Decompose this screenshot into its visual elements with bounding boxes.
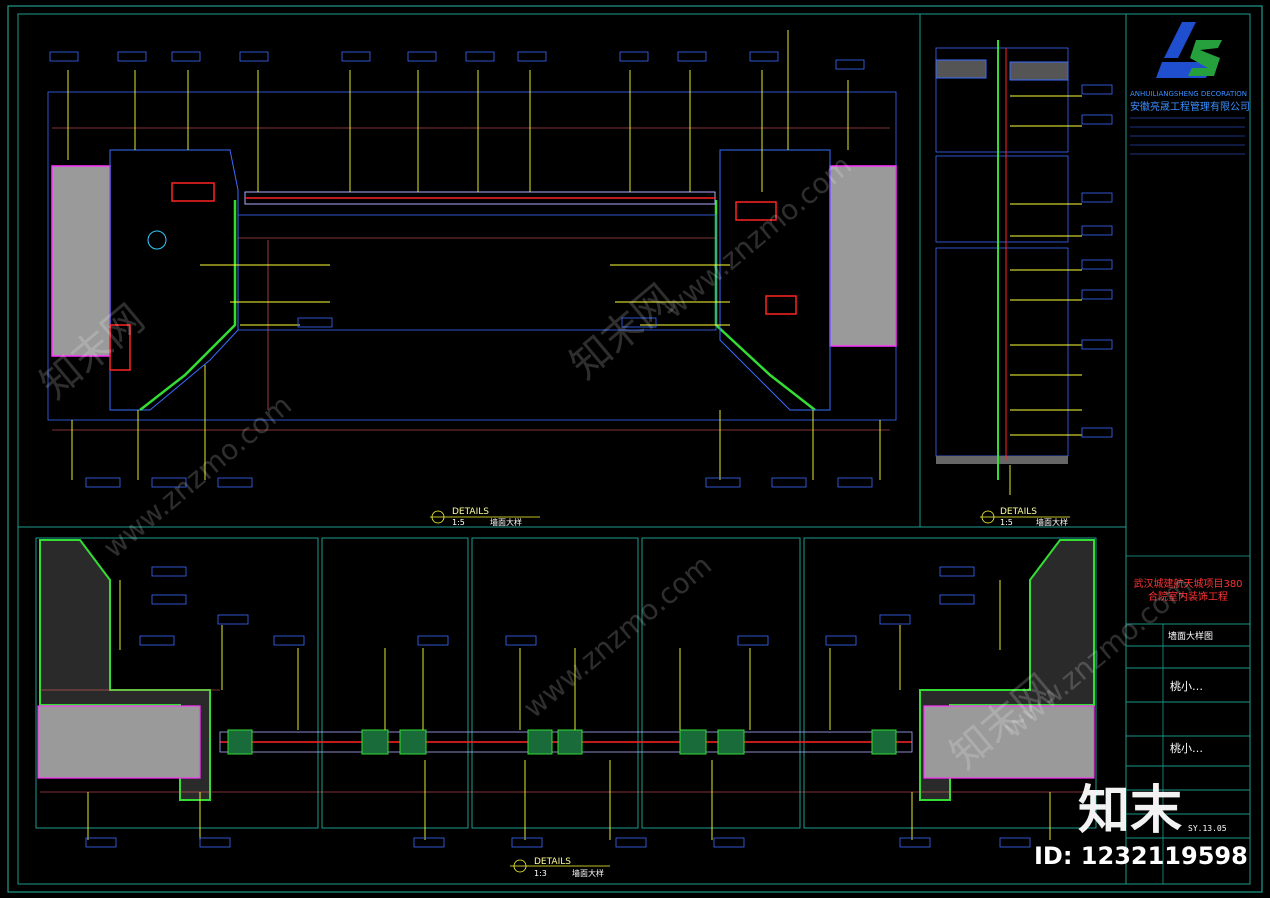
detail-2-title: 墙面大样 — [1036, 517, 1068, 527]
bottom-left-wall-block — [37, 705, 201, 779]
detail-1-scale: 1:5 — [452, 518, 465, 527]
drawing-name: 墙面大样图 — [1168, 630, 1213, 642]
right-wall-block — [829, 165, 897, 347]
detail-3-drawing — [35, 537, 1097, 848]
detail-2-scale: 1:5 — [1000, 518, 1013, 527]
company-logo — [1156, 22, 1222, 78]
company-name-cn: 安徽亮晟工程管理有限公司 — [1130, 100, 1250, 113]
project-name: 武汉城建航天城项目380合院室内装饰工程 — [1133, 579, 1243, 603]
detail-2-label: DETAILS 1:5 墙面大样 — [980, 507, 1070, 527]
detail-1-drawing — [47, 30, 897, 488]
detail-1-label: DETAILS 1:5 墙面大样 — [430, 507, 540, 527]
checker-signature: 桃小… — [1170, 741, 1203, 755]
designer-signature: 桃小… — [1170, 679, 1203, 693]
watermark-brand: 知末 — [1078, 781, 1183, 841]
detail-1-heading: DETAILS — [452, 507, 489, 517]
detail-3-scale: 1:3 — [534, 869, 547, 878]
left-wall-block — [51, 165, 111, 357]
drawing-number: SY.13.05 — [1188, 824, 1227, 833]
watermark-id: ID: 1232119598 — [1034, 842, 1248, 870]
company-name-en: ANHUILIANGSHENG DECORATION — [1130, 90, 1247, 98]
title-block: ANHUILIANGSHENG DECORATION 安徽亮晟工程管理有限公司 … — [1125, 22, 1251, 885]
detail-3-label: DETAILS 1:3 墙面大样 — [510, 857, 610, 878]
detail-1-title: 墙面大样 — [490, 517, 522, 527]
bottom-right-wall-block — [923, 705, 1095, 779]
detail-3-heading: DETAILS — [534, 857, 571, 867]
outer-border — [7, 5, 1263, 893]
detail-2-drawing — [935, 40, 1113, 495]
inner-border — [17, 13, 1251, 885]
detail-3-title: 墙面大样 — [572, 868, 604, 878]
detail-2-heading: DETAILS — [1000, 507, 1037, 517]
